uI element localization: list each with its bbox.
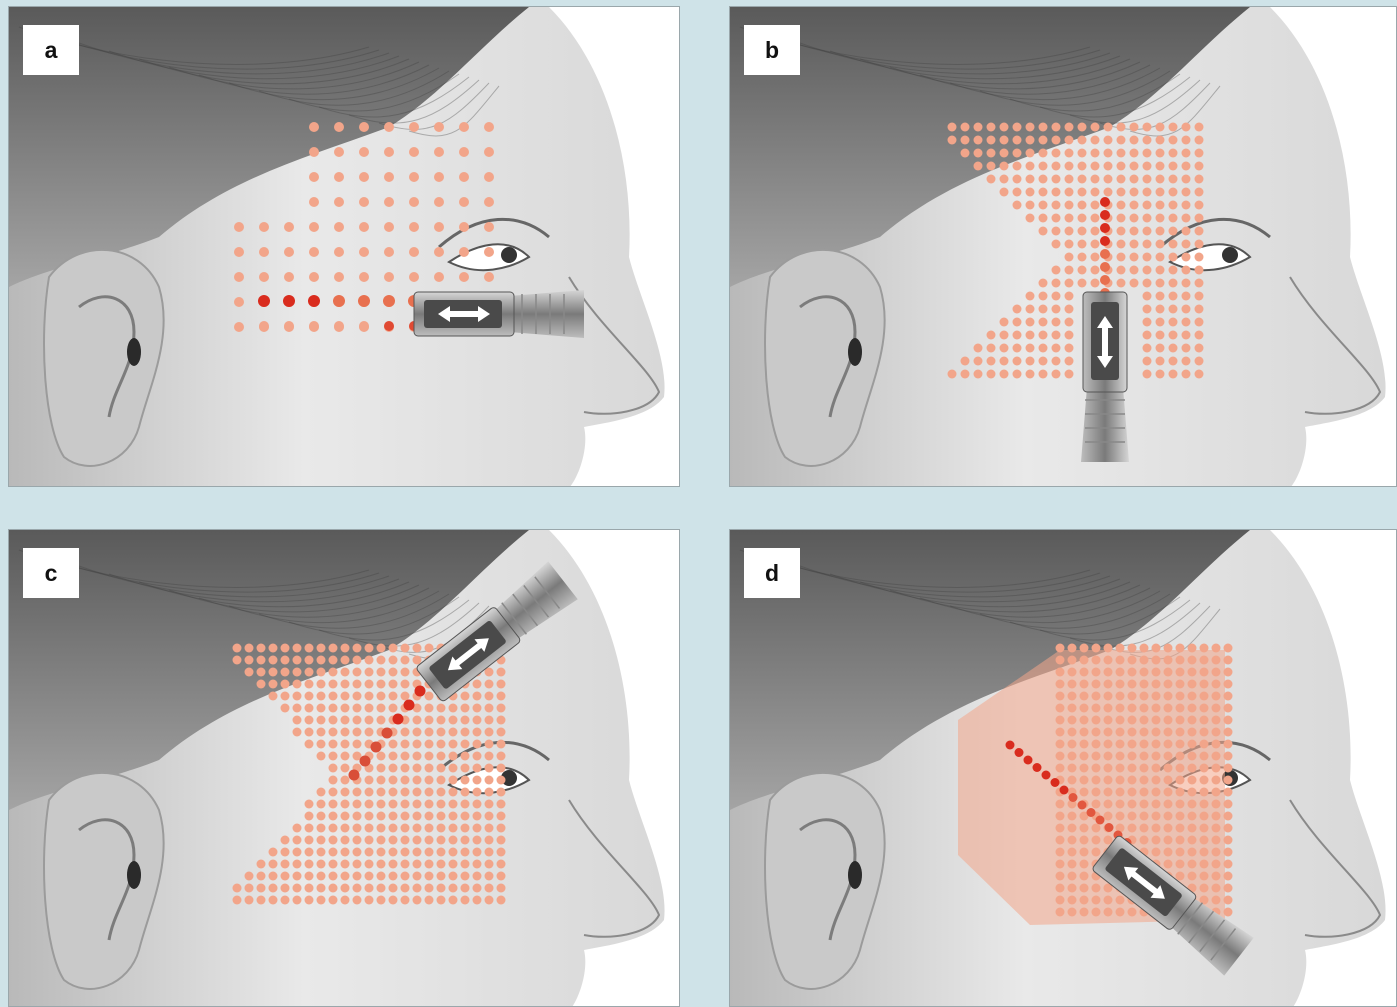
panel-c: c bbox=[8, 529, 680, 1007]
ear-canal bbox=[127, 338, 141, 366]
panel-label: b bbox=[744, 25, 800, 75]
ear-canal bbox=[127, 861, 141, 889]
handpiece bbox=[414, 290, 584, 338]
ear-canal bbox=[848, 861, 862, 889]
face-illustration bbox=[730, 7, 1397, 487]
panel-label: d bbox=[744, 548, 800, 598]
panel-label: c bbox=[23, 548, 79, 598]
panel-d: d bbox=[729, 529, 1397, 1007]
panel-label: a bbox=[23, 25, 79, 75]
face bbox=[9, 7, 665, 487]
face-illustration bbox=[730, 530, 1397, 1007]
face-illustration bbox=[9, 530, 680, 1007]
face-illustration bbox=[9, 7, 680, 487]
ear-canal bbox=[848, 338, 862, 366]
handpiece bbox=[1081, 292, 1129, 462]
panel-a: a bbox=[8, 6, 680, 487]
panel-b: b bbox=[729, 6, 1397, 487]
